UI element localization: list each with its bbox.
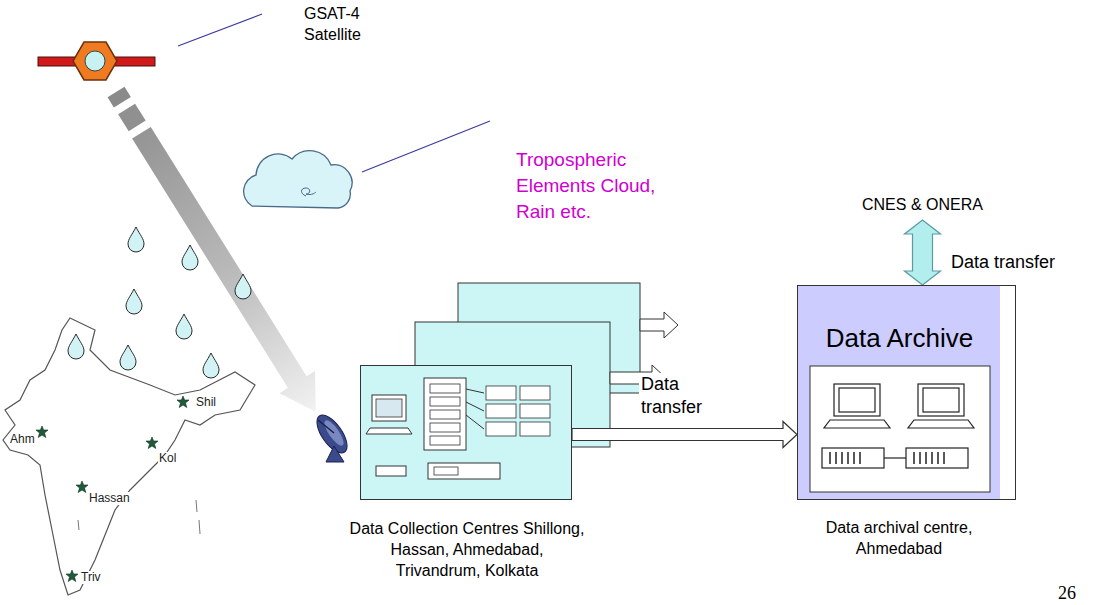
satellite-label: GSAT-4 Satellite [304, 4, 396, 46]
beam-dash [108, 87, 131, 108]
page-number: 26 [1058, 582, 1076, 605]
partner-name: CNES & ONERA [862, 195, 983, 216]
station-markers [36, 396, 189, 582]
station-label: Hassan [88, 492, 131, 505]
raindrops [68, 227, 251, 378]
cloud-shape [244, 151, 352, 208]
satellite-body [73, 42, 117, 80]
collection-centre-stack [360, 283, 678, 500]
leader-line [178, 14, 262, 46]
partner-box: CNES & ONERA [858, 193, 987, 218]
troposphere-label: Tropospheric Elements Cloud, Rain etc. [516, 147, 686, 225]
edge-label: Data transfer [949, 251, 1057, 274]
satellite-icon [38, 42, 155, 80]
station-label: Triv [80, 571, 102, 584]
transfer-arrow [572, 422, 797, 448]
beam-dash [118, 104, 146, 132]
archive-box: Data ArchiveData archival centre, Ahmeda… [797, 285, 1016, 500]
cloud-swirl [302, 188, 317, 196]
signal-beam [98, 81, 333, 423]
dish-antenna [311, 410, 353, 462]
transfer-arrow [905, 220, 941, 285]
edge-label: Data transfer [639, 373, 723, 420]
archive-caption: Data archival centre, Ahmedabad [799, 518, 999, 560]
station-label: Shil [195, 396, 217, 409]
station-label: Ahm [9, 433, 36, 446]
collection-centre-box: Data Collection Centres Shillong, Hassan… [360, 365, 572, 500]
satellite-core [85, 51, 105, 71]
cloud [244, 151, 352, 208]
centre-caption: Data Collection Centres Shillong, Hassan… [347, 519, 587, 581]
archive-interior [797, 285, 1000, 500]
leader-line [362, 121, 490, 172]
station-label: Kol [158, 452, 177, 465]
india-map [3, 318, 255, 595]
archive-title: Data Archive [798, 322, 1001, 356]
